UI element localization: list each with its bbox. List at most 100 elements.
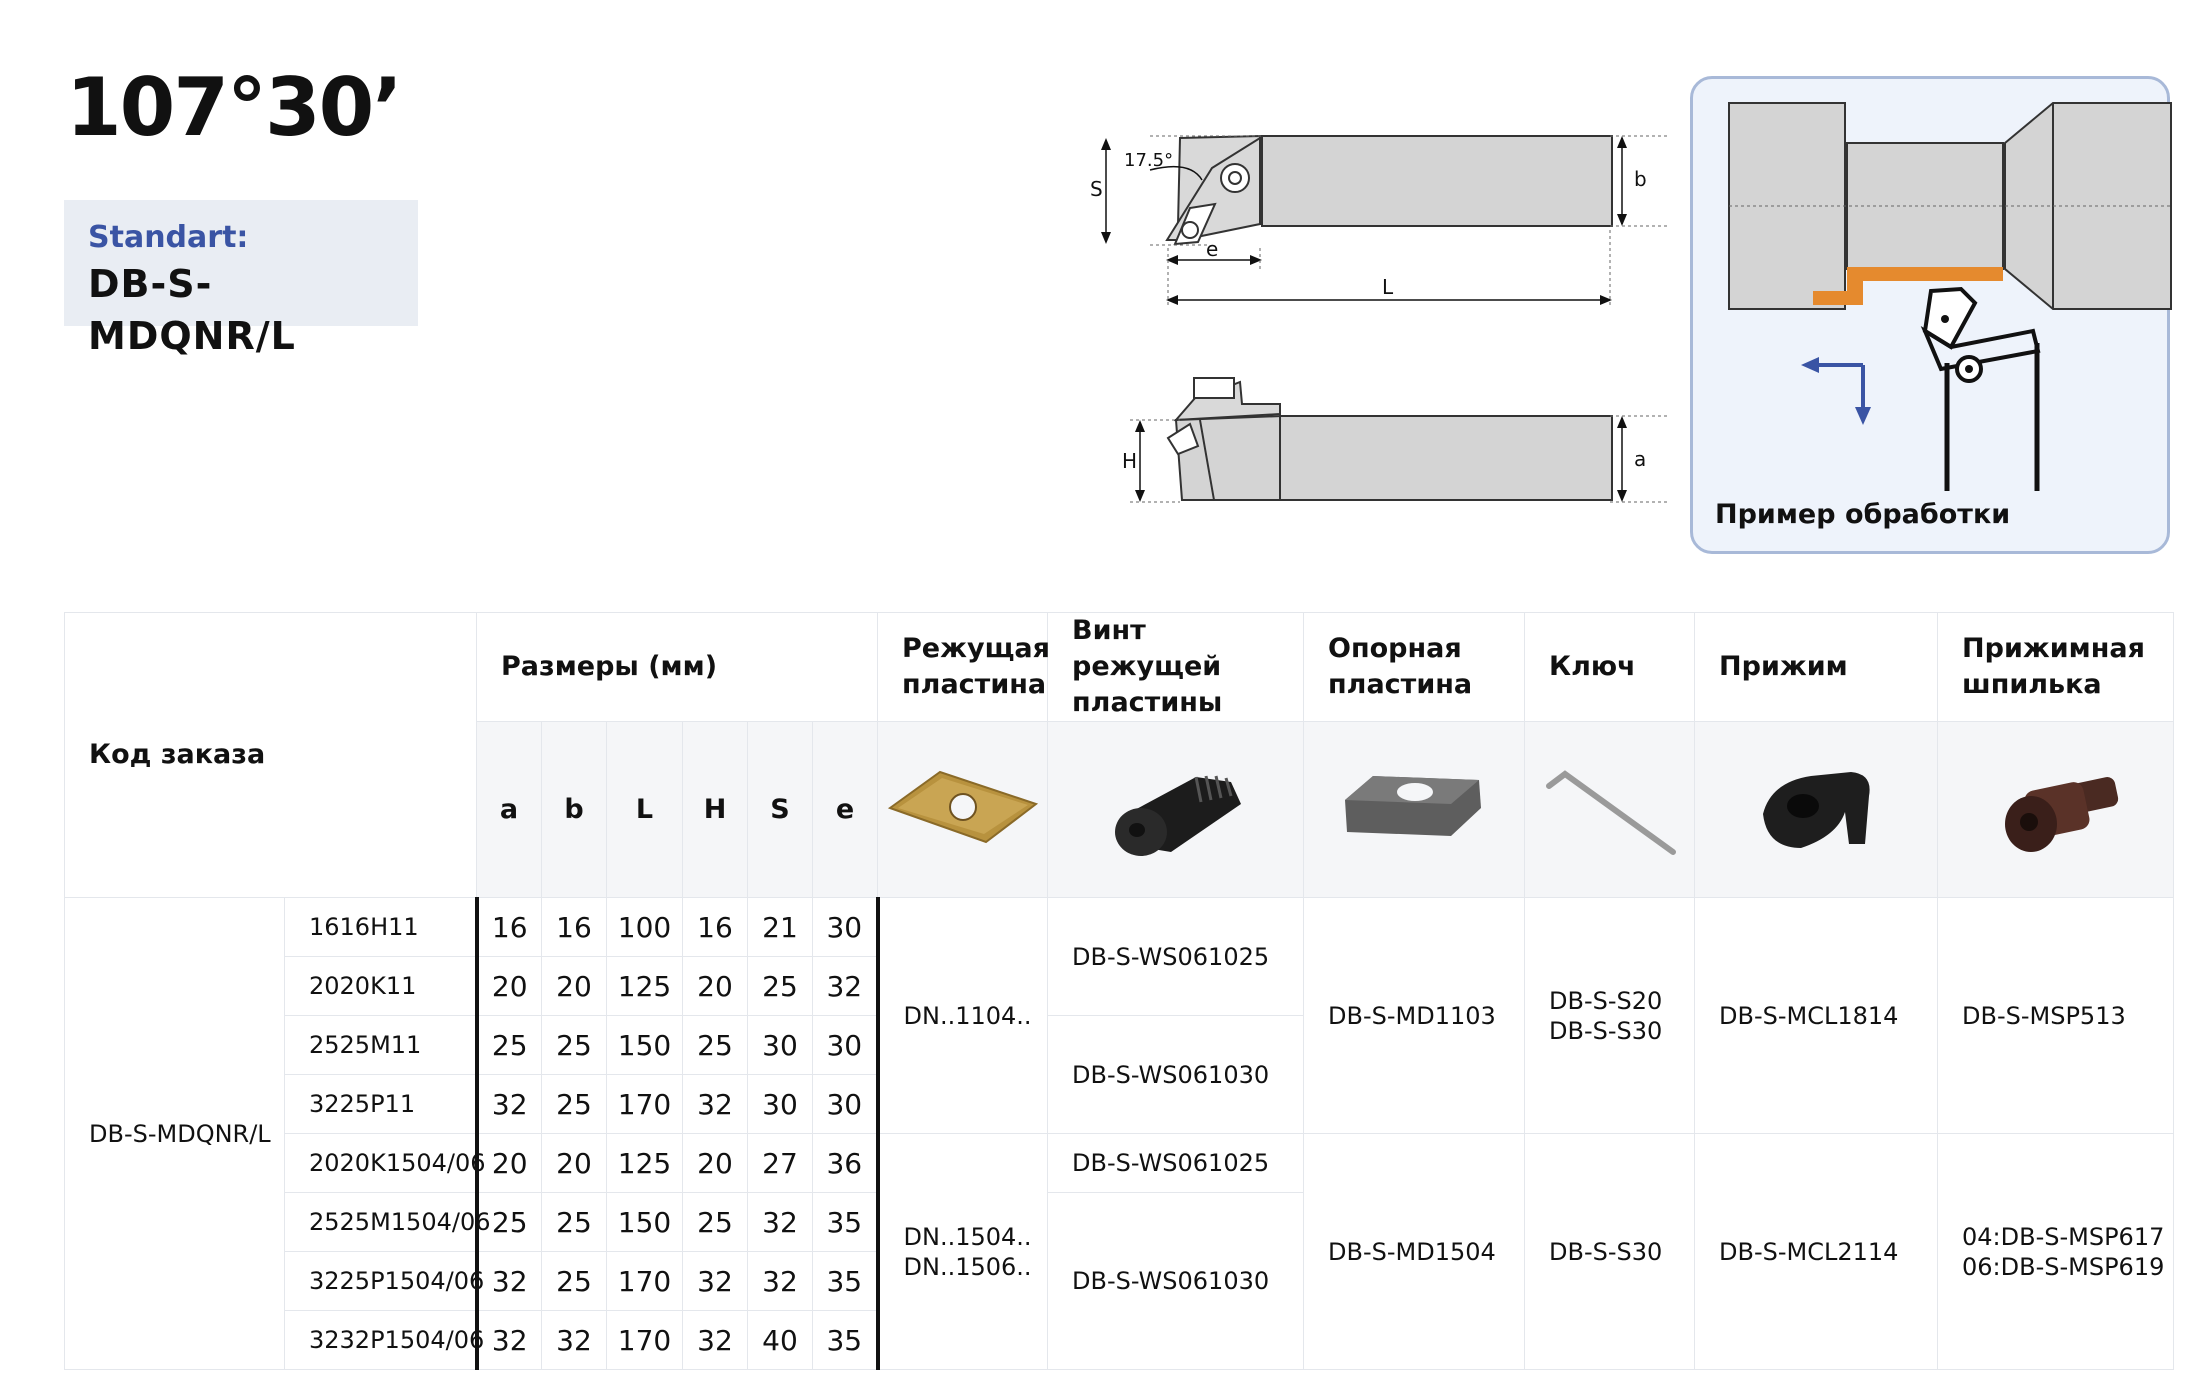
standard-box: Standart: DB-S-MDQNR/L <box>64 200 418 358</box>
cell-b: 20 <box>541 1133 607 1193</box>
pin-icon <box>2004 776 2118 852</box>
cell-l: 125 <box>606 1133 683 1193</box>
header-clamp: Прижим <box>1694 612 1939 722</box>
insert-group2-line2: DN..1506.. <box>903 1252 1032 1281</box>
pin-group2-line1: 04:DB-S-MSP617 <box>1962 1222 2165 1251</box>
insert-screw-image <box>1047 721 1305 898</box>
dim-b-label: b <box>1634 167 1647 191</box>
cell-a: 32 <box>474 1074 542 1134</box>
cell-s: 30 <box>747 1015 813 1075</box>
shim-image <box>1303 721 1526 898</box>
side-view: H a <box>1122 377 1670 503</box>
clamp-image <box>1694 721 1939 898</box>
clamp-icon <box>1763 771 1870 848</box>
screw-icon <box>1114 775 1241 856</box>
machining-example-panel: Пример обработки <box>1690 76 2172 554</box>
key-group2: DB-S-S30 <box>1524 1133 1696 1370</box>
cell-b: 25 <box>541 1074 607 1134</box>
cell-l: 170 <box>606 1310 683 1370</box>
dim-s-label: S <box>1090 177 1103 201</box>
angle-label: 17.5° <box>1124 150 1173 171</box>
cell-e: 35 <box>811 1251 880 1311</box>
cell-l: 125 <box>606 956 683 1016</box>
cell-l: 100 <box>606 897 683 957</box>
cell-l: 150 <box>606 1015 683 1075</box>
insert-group2: DN..1504.. DN..1506.. <box>877 1133 1049 1370</box>
key-image <box>1524 721 1696 898</box>
dim-a-label: a <box>1634 447 1646 471</box>
example-caption: Пример обработки <box>1715 499 2011 530</box>
cell-s: 21 <box>747 897 813 957</box>
specification-table: Код заказа Размеры (мм) Режущая пластина… <box>64 612 2175 1370</box>
cell-h: 25 <box>682 1192 748 1252</box>
cell-a: 32 <box>474 1251 542 1311</box>
header-shim: Опорная пластина <box>1303 612 1526 722</box>
cell-a: 25 <box>474 1192 542 1252</box>
shim-group2: DB-S-MD1504 <box>1303 1133 1526 1370</box>
cell-a: 16 <box>474 897 542 957</box>
screw-group1-b: DB-S-WS061030 <box>1047 1015 1305 1134</box>
cell-h: 25 <box>682 1015 748 1075</box>
insert-group1: DN..1104.. <box>877 897 1049 1134</box>
cell-b: 32 <box>541 1310 607 1370</box>
cell-s: 25 <box>747 956 813 1016</box>
dim-l-label: L <box>1382 275 1394 299</box>
cell-s: 40 <box>747 1310 813 1370</box>
insert-image <box>877 721 1049 898</box>
shim-icon <box>1345 775 1482 836</box>
cell-b: 25 <box>541 1251 607 1311</box>
dim-e-label: e <box>1206 237 1218 261</box>
table-row: 3232P1504/06 32 32 170 32 40 35 <box>65 1310 2174 1370</box>
screw-group2-a: DB-S-WS061025 <box>1047 1133 1305 1193</box>
cell-e: 30 <box>811 1015 880 1075</box>
dim-col-e: e <box>811 721 879 898</box>
cell-e: 36 <box>811 1133 880 1193</box>
header-insert: Режущая пластина <box>877 612 1050 722</box>
dim-col-l: L <box>606 721 683 898</box>
table-row: 2525M11 25 25 150 25 30 30 DB-S-WS061030 <box>65 1015 2174 1134</box>
cell-a: 25 <box>474 1015 542 1075</box>
table-row: 3225P11 32 25 170 32 30 30 <box>65 1074 2174 1134</box>
row-code: 2525M1504/06 <box>284 1192 491 1252</box>
top-view: S b 17.5° e L <box>1090 134 1670 306</box>
pin-group2: 04:DB-S-MSP617 06:DB-S-MSP619 <box>1937 1133 2175 1370</box>
table-row: 3225P1504/06 32 25 170 32 32 35 <box>65 1251 2174 1311</box>
cell-e: 30 <box>811 897 880 957</box>
standard-code: DB-S-MDQNR/L <box>88 262 296 358</box>
cell-b: 20 <box>541 956 607 1016</box>
header-order-code: Код заказа <box>64 612 477 898</box>
dim-h-label: H <box>1122 449 1137 473</box>
tool-holder-drawing: S b 17.5° e L H <box>1090 134 1670 503</box>
shim-group1: DB-S-MD1103 <box>1303 897 1526 1134</box>
row-code: 3225P11 <box>284 1074 477 1134</box>
cell-b: 25 <box>541 1192 607 1252</box>
cell-a: 20 <box>474 1133 542 1193</box>
cell-b: 16 <box>541 897 607 957</box>
pin-group2-line2: 06:DB-S-MSP619 <box>1962 1252 2165 1281</box>
clamp-group2: DB-S-MCL2114 <box>1694 1133 1939 1370</box>
key-group1-line1: DB-S-S20 <box>1549 986 1663 1015</box>
cell-s: 32 <box>747 1251 813 1311</box>
key-group1-line2: DB-S-S30 <box>1549 1016 1663 1045</box>
dim-col-b: b <box>541 721 607 898</box>
table-row: 2020K1504/06 20 20 125 20 27 36 DN..1504… <box>65 1133 2175 1370</box>
clamp-pin-image <box>1937 721 2175 898</box>
dim-col-s: S <box>747 721 813 898</box>
screw-group1-a: DB-S-WS061025 <box>1047 897 1305 1016</box>
cell-e: 32 <box>811 956 880 1016</box>
row-code: 2020K11 <box>284 956 477 1016</box>
table-row: DB-S-MDQNR/L 1616H11 16 16 100 16 21 30 … <box>64 897 2175 1370</box>
machining-example-illustration <box>1728 102 2172 491</box>
dim-col-h: H <box>682 721 748 898</box>
header-insert-screw: Винт режущей пластины <box>1047 612 1305 722</box>
insert-icon <box>887 770 1038 843</box>
cell-a: 20 <box>474 956 542 1016</box>
table-row: 2020K11 20 20 125 20 25 32 <box>65 956 2174 1016</box>
cell-l: 170 <box>606 1251 683 1311</box>
insert-group2-line1: DN..1504.. <box>903 1222 1032 1251</box>
screw-group2-b: DB-S-WS061030 <box>1047 1192 1305 1370</box>
cell-l: 150 <box>606 1192 683 1252</box>
header-key: Ключ <box>1524 612 1696 722</box>
cell-a: 32 <box>474 1310 542 1370</box>
cell-h: 32 <box>682 1251 748 1311</box>
